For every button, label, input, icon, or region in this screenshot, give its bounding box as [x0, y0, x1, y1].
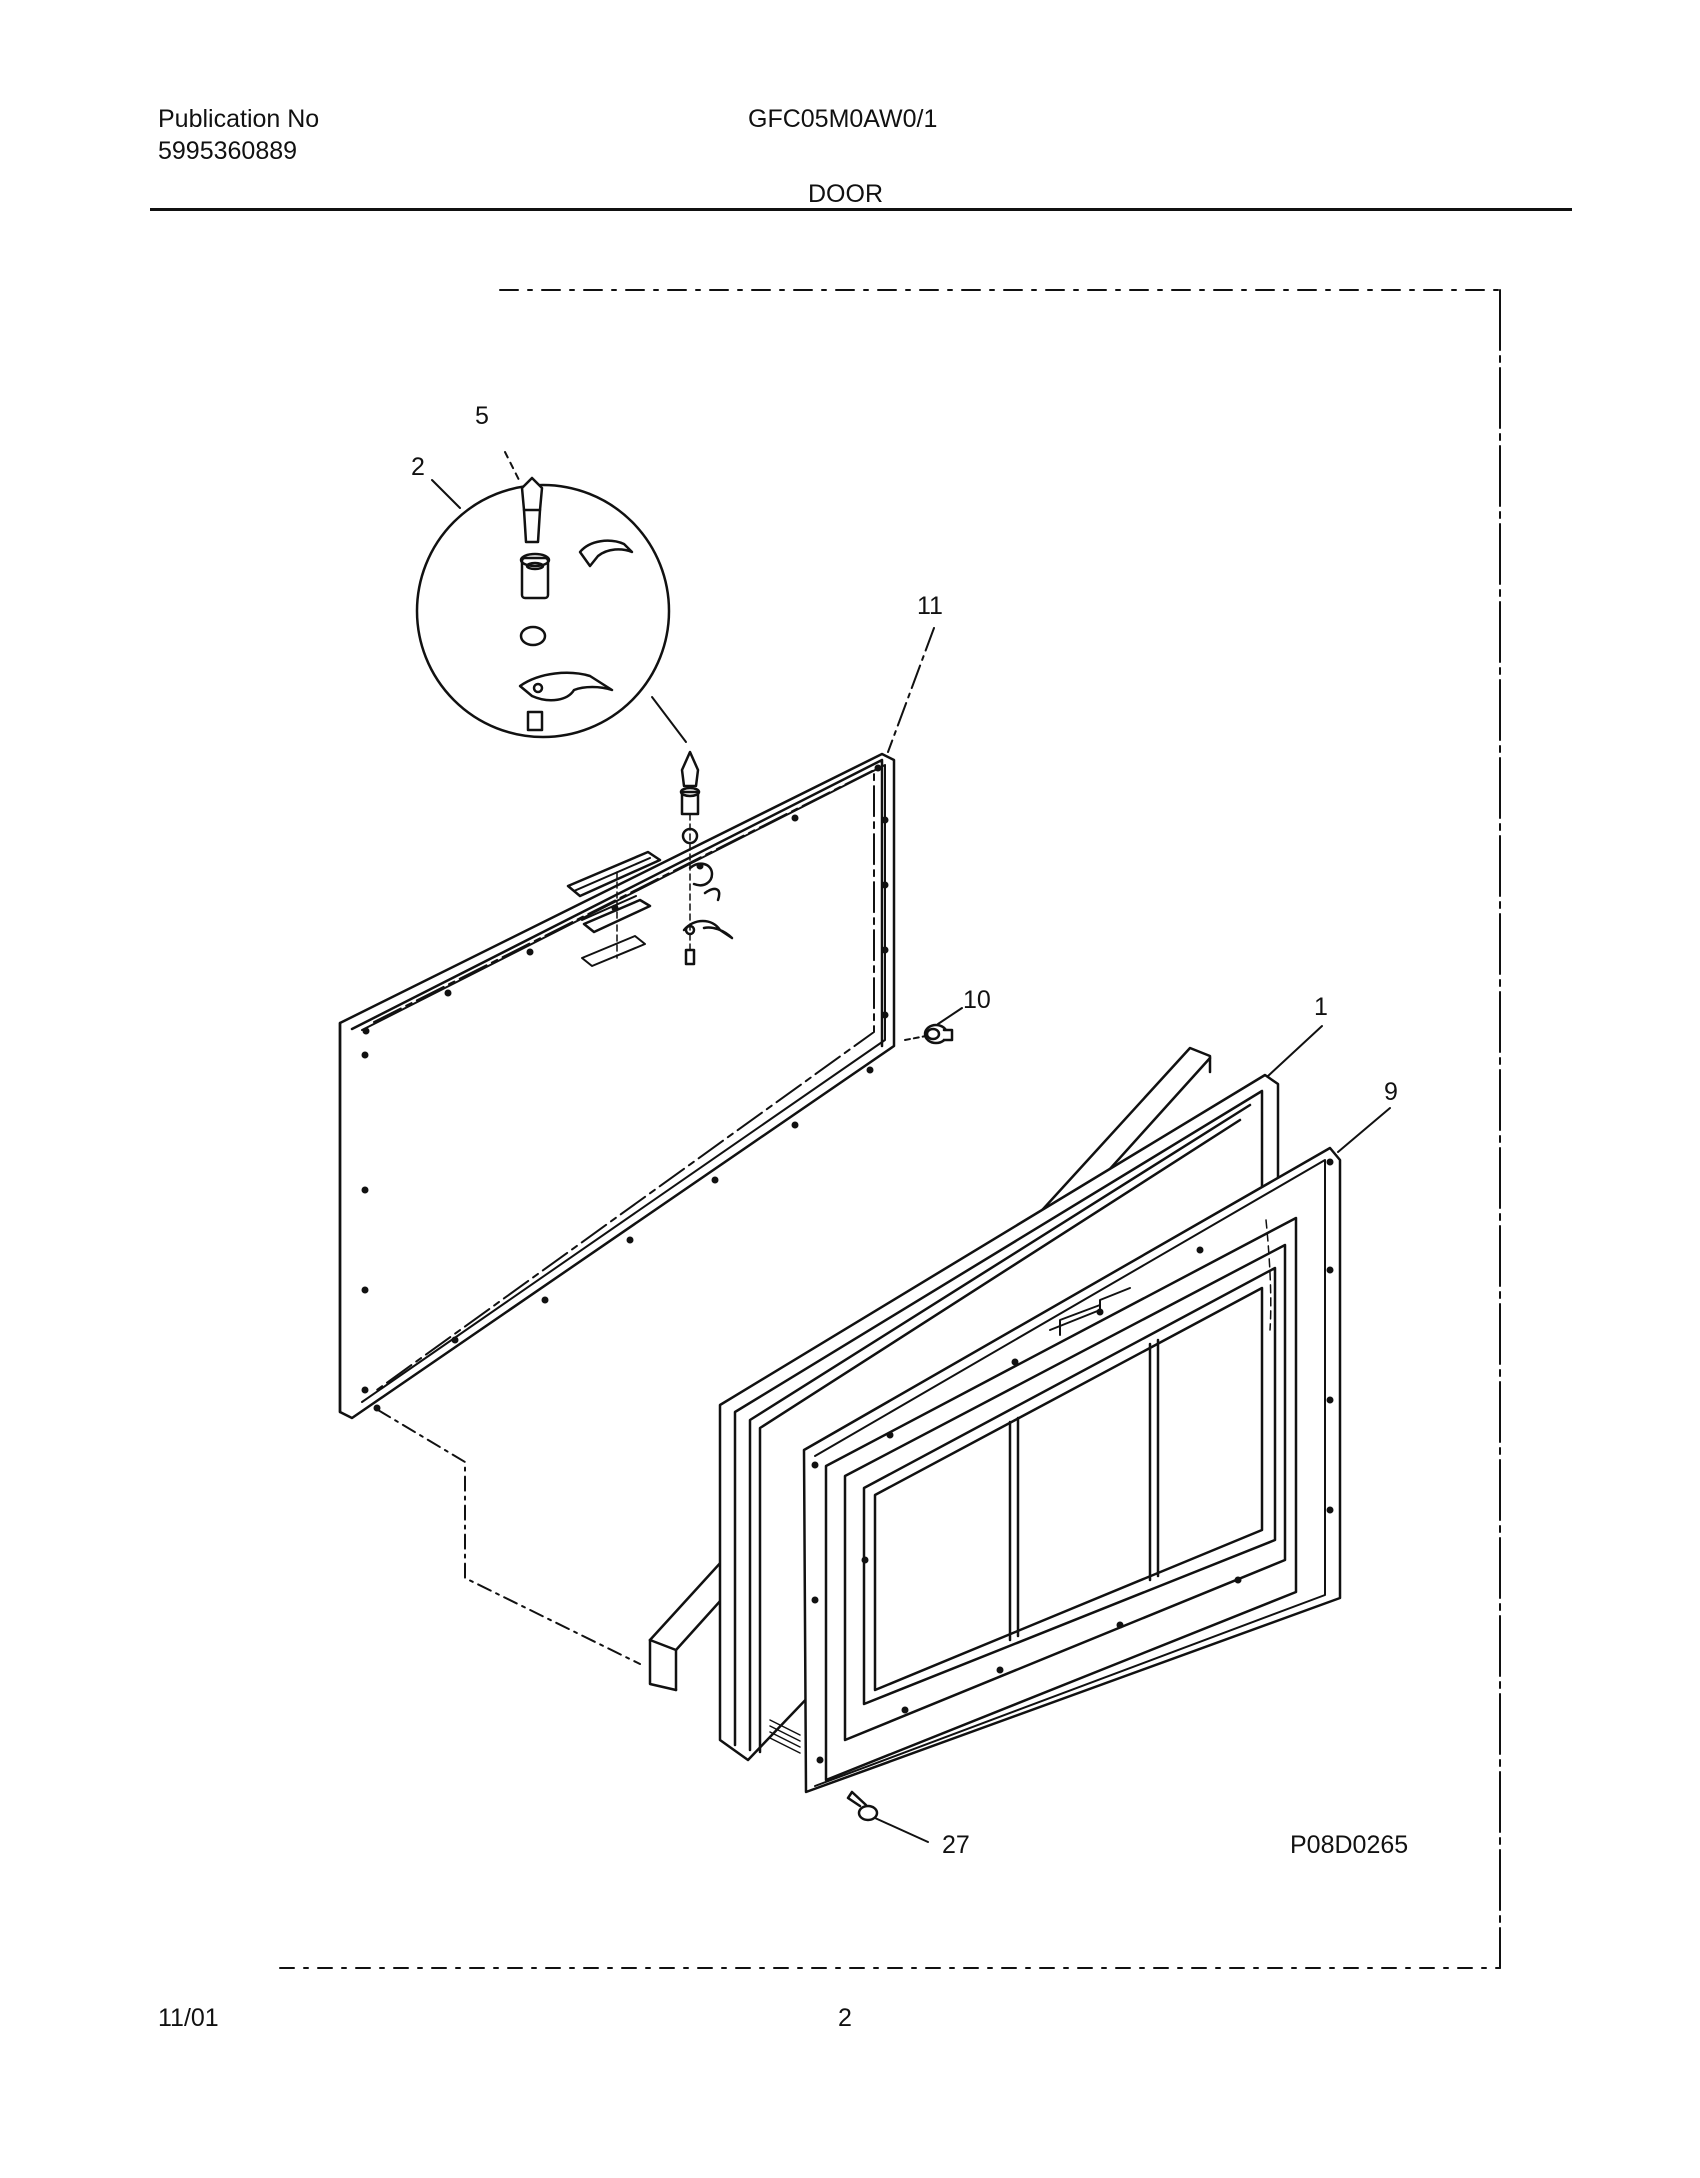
- diagram-frame: [279, 289, 1501, 1969]
- callout-1: 1: [1314, 993, 1328, 1021]
- callout-10: 10: [963, 986, 991, 1014]
- lock-assembly-installed: [679, 750, 734, 966]
- drawing-number: P08D0265: [1290, 1831, 1408, 1859]
- publication-label: Publication No: [158, 105, 320, 133]
- callout-11: 11: [917, 592, 943, 620]
- leader-detail-to-lock: [651, 696, 687, 743]
- screw: [846, 1790, 929, 1843]
- callout-5: 5: [475, 402, 489, 430]
- lock-detail-circle: [415, 476, 671, 739]
- leader-panel-to-door: [377, 1409, 641, 1665]
- model-number: GFC05M0AW0/1: [748, 105, 938, 133]
- section-title: DOOR: [808, 180, 883, 208]
- inner-door-panel: [338, 752, 896, 1420]
- callout-2: 2: [411, 453, 425, 481]
- header-rule: [150, 208, 1572, 211]
- callout-leaders: [431, 451, 1391, 1153]
- page-number: 2: [838, 2004, 852, 2032]
- footer-date: 11/01: [158, 2004, 219, 2032]
- callout-27: 27: [942, 1831, 970, 1859]
- callout-9: 9: [1384, 1078, 1398, 1106]
- door-liner: [802, 1146, 1342, 1794]
- publication-number: 5995360889: [158, 137, 298, 165]
- bumper: [904, 1023, 954, 1045]
